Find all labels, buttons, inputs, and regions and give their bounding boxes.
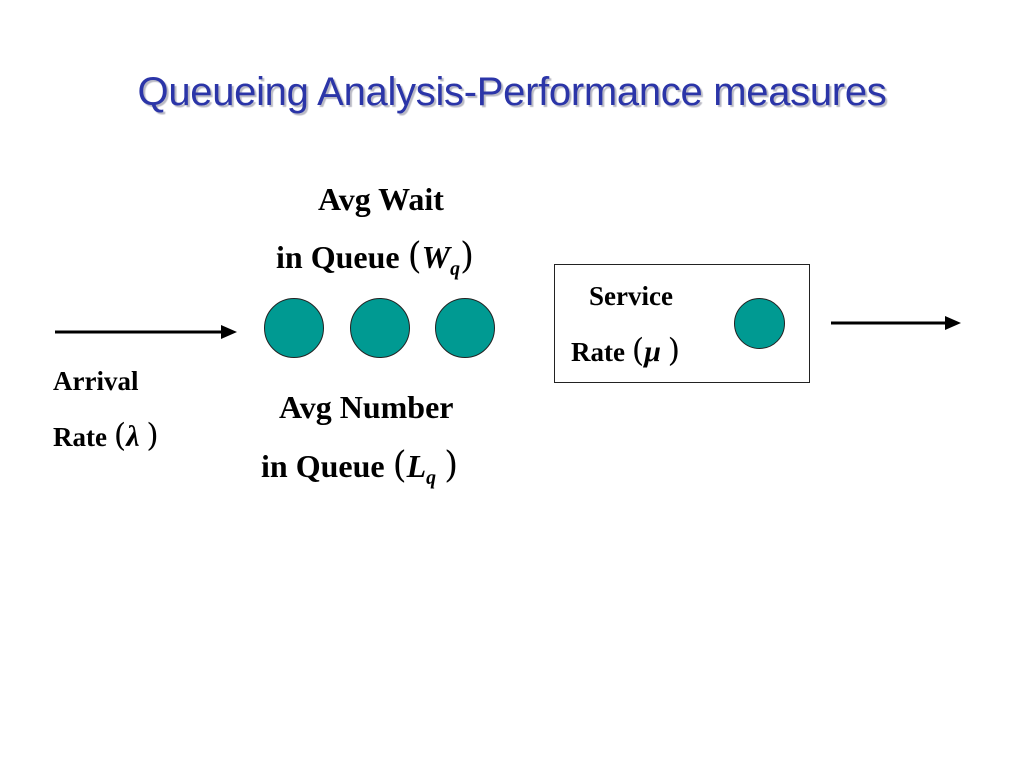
service-label-line2: Rate (μ ) [571,331,680,369]
avg-number-label-line2: in Queue (Lq ) [261,445,458,490]
avg-wait-label-line2: in Queue (Wq) [276,236,474,281]
wq-symbol: W [421,239,451,275]
service-rate-text: Rate [571,337,625,367]
arrival-label-line2: Rate (λ ) [53,416,159,454]
avg-number-label-line1: Avg Number [279,389,454,425]
avg-number-close-paren: ) [444,445,459,486]
lq-subscript: q [426,466,437,489]
avg-wait-close-paren: ) [460,236,475,277]
arrival-arrow [55,325,237,339]
queue-customer-1 [264,298,324,358]
service-close-paren: ) [667,331,681,369]
avg-number-in-queue-text: in Queue [261,448,385,484]
arrival-open-paren: ( [113,416,127,454]
mu-symbol: μ [644,335,661,368]
avg-wait-label-line1: Avg Wait [318,181,444,217]
service-label-line1: Service [589,281,673,311]
server-box [554,264,810,383]
lambda-symbol: λ [126,420,140,453]
queue-customer-2 [350,298,410,358]
queue-customer-3 [435,298,495,358]
avg-number-open-paren: ( [392,445,407,486]
arrival-label-line1: Arrival [53,366,139,396]
avg-wait-in-queue-text: in Queue [276,239,400,275]
arrival-close-paren: ) [146,416,159,454]
wq-subscript: q [450,257,460,280]
departure-arrow [831,316,961,330]
service-open-paren: ( [631,331,645,369]
lq-symbol: L [406,448,427,484]
server-customer [734,298,785,349]
avg-wait-open-paren: ( [407,236,422,277]
arrival-rate-text: Rate [53,422,107,452]
slide-title: Queueing Analysis-Performance measures [137,70,887,114]
